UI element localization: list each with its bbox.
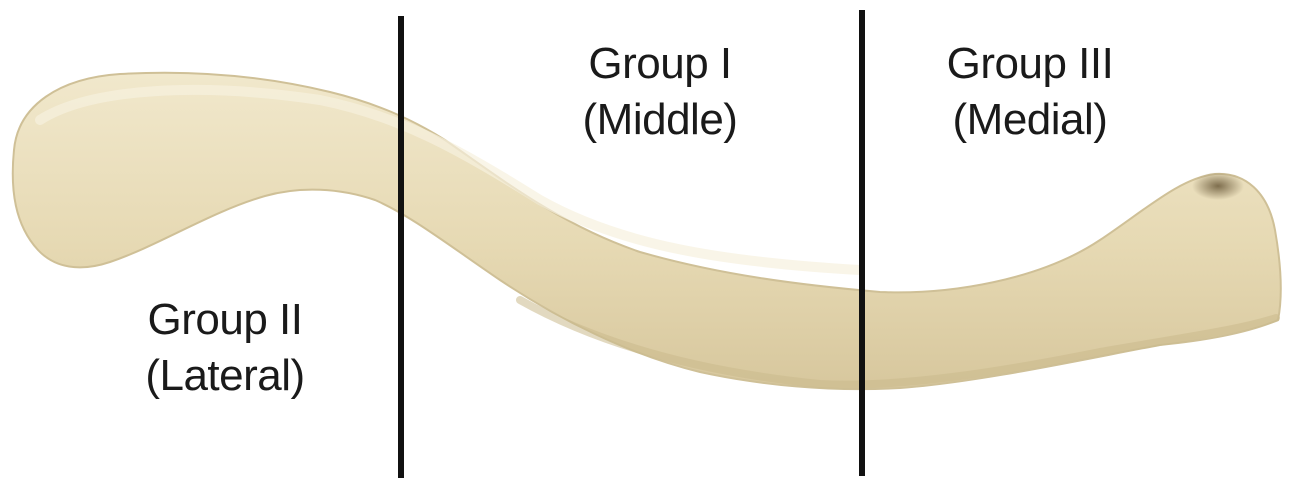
group-3-name: Group III <box>895 36 1165 92</box>
label-group-1-middle: Group I (Middle) <box>535 36 785 148</box>
divider-line-middle-medial <box>859 10 865 476</box>
group-1-name: Group I <box>535 36 785 92</box>
group-3-region: (Medial) <box>895 92 1165 148</box>
divider-line-lateral-middle <box>398 16 404 478</box>
label-group-3-medial: Group III (Medial) <box>895 36 1165 148</box>
label-group-2-lateral: Group II (Lateral) <box>90 292 360 404</box>
group-1-region: (Middle) <box>535 92 785 148</box>
medial-end-shadow <box>1192 172 1244 200</box>
group-2-region: (Lateral) <box>90 348 360 404</box>
group-2-name: Group II <box>90 292 360 348</box>
